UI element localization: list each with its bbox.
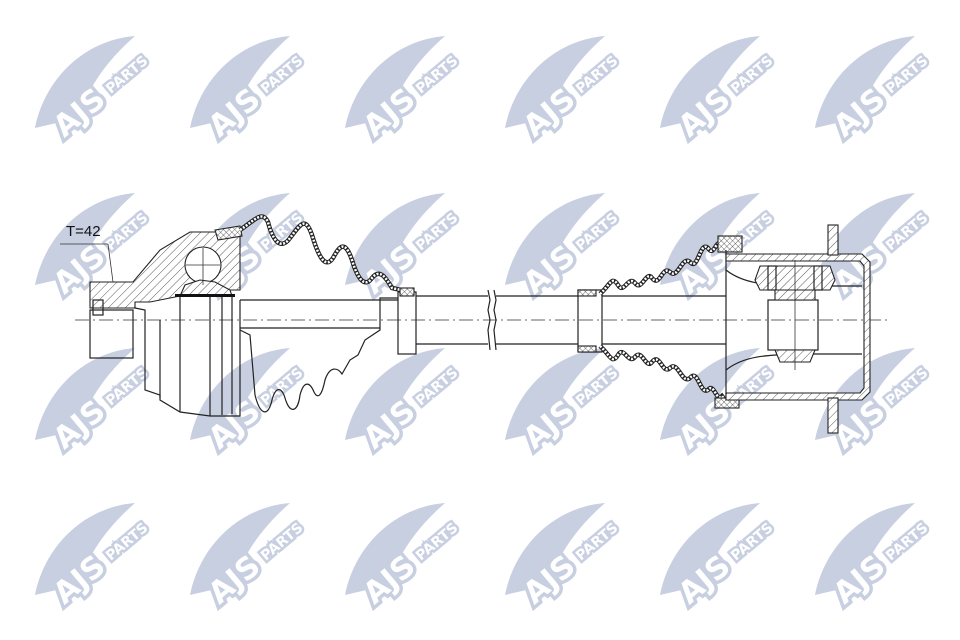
dimension-annotation: T=42 [60,223,114,283]
outer-cv-joint [89,225,243,417]
shaft [416,289,578,351]
dimension-label: T=42 [66,223,101,240]
inner-cv-joint [577,224,871,434]
outer-boot [238,214,417,413]
